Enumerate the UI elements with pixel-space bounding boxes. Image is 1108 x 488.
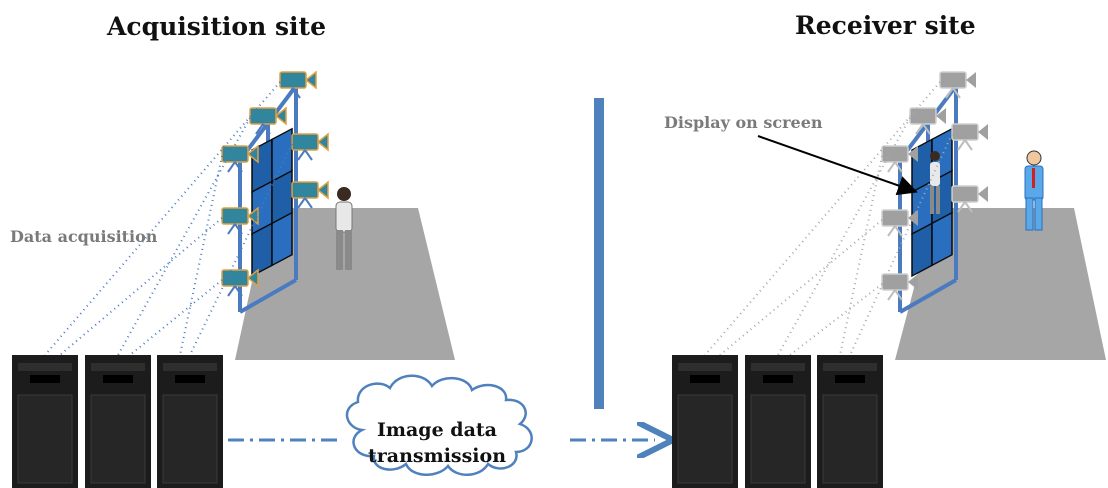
site-divider bbox=[594, 98, 604, 409]
data-acquisition-label: Data acquisition bbox=[10, 227, 158, 246]
camera-icon bbox=[291, 132, 329, 161]
person-icon bbox=[1024, 150, 1044, 231]
camera-icon bbox=[249, 106, 287, 135]
transmission-label-line2: transmission bbox=[368, 445, 506, 467]
acquisition-servers bbox=[12, 355, 223, 488]
receiver-screen-grid bbox=[911, 127, 953, 278]
camera-icon bbox=[881, 209, 918, 237]
camera-icon bbox=[279, 70, 317, 99]
cloud-icon bbox=[345, 374, 533, 476]
camera-icon bbox=[909, 107, 946, 135]
acquisition-data-lines bbox=[44, 81, 293, 356]
server-icon bbox=[85, 355, 151, 488]
server-icon bbox=[672, 355, 738, 488]
camera-icon bbox=[951, 123, 988, 151]
receiver-scene: Display on screen bbox=[664, 71, 1106, 488]
receiver-data-lines bbox=[704, 81, 953, 356]
acquisition-site-title: Acquisition site bbox=[106, 12, 326, 41]
display-on-screen-label: Display on screen bbox=[664, 113, 823, 132]
receiver-site-title: Receiver site bbox=[795, 11, 976, 40]
camera-icon bbox=[939, 71, 976, 99]
server-icon bbox=[817, 355, 883, 488]
receiver-servers bbox=[672, 355, 883, 488]
transmission-label-line1: Image data bbox=[377, 419, 497, 441]
camera-icon bbox=[881, 273, 918, 301]
camera-icon bbox=[291, 180, 329, 209]
display-pointer-arrow bbox=[757, 135, 918, 196]
camera-icon bbox=[221, 268, 259, 297]
server-icon bbox=[157, 355, 223, 488]
server-icon bbox=[12, 355, 78, 488]
person-icon bbox=[335, 187, 353, 270]
server-icon bbox=[745, 355, 811, 488]
transmission-link: Image data transmission bbox=[228, 374, 655, 476]
acquisition-cameras bbox=[221, 70, 329, 297]
camera-icon bbox=[951, 185, 988, 213]
acquisition-scene: Data acquisition bbox=[10, 70, 455, 488]
person-icon bbox=[930, 151, 940, 214]
camera-icon bbox=[221, 206, 259, 235]
